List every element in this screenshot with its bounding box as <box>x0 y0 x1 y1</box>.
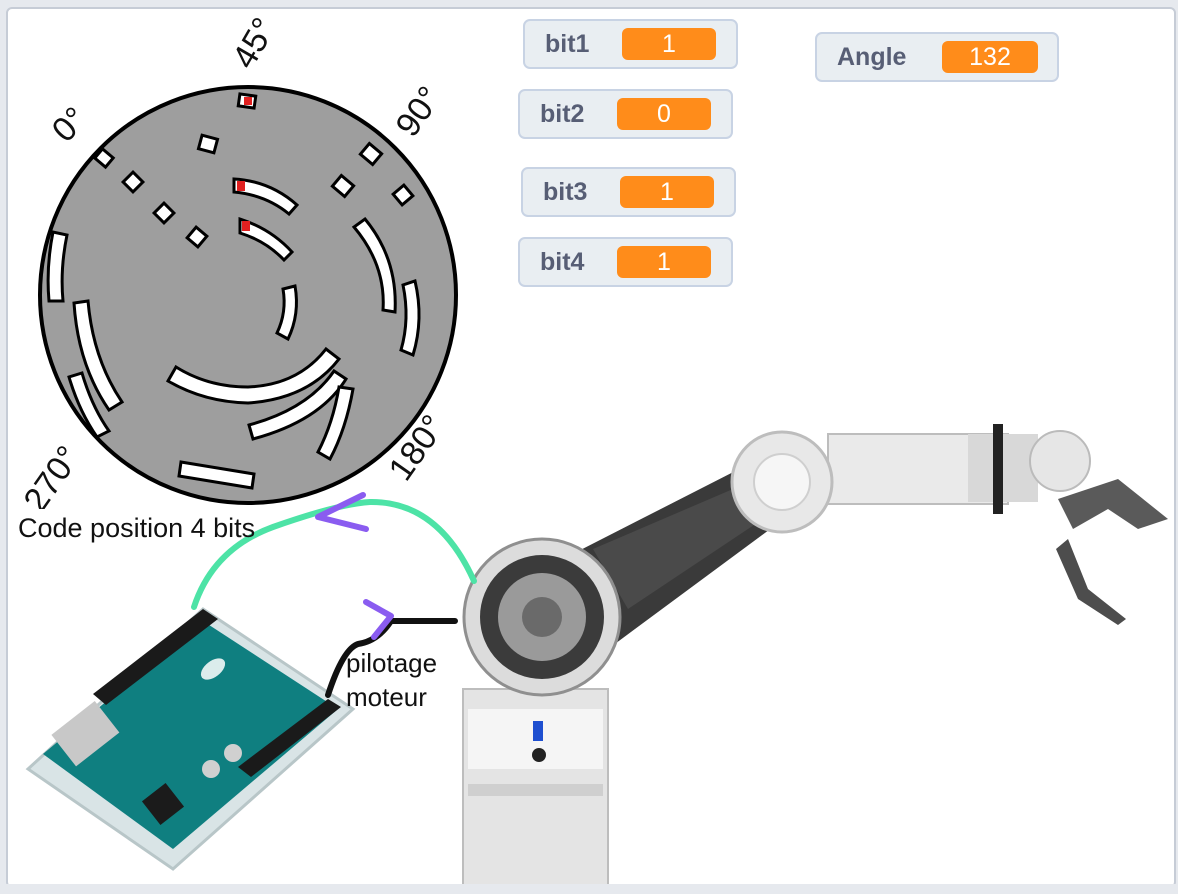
robot-arm-image <box>462 424 1168 886</box>
monitor-value: 1 <box>620 176 714 208</box>
monitor-bit2: bit2 0 <box>518 89 733 139</box>
monitor-value: 0 <box>617 98 711 130</box>
monitor-value: 1 <box>622 28 716 60</box>
monitor-bit1: bit1 1 <box>523 19 738 69</box>
annotation-code-position: Code position 4 bits <box>18 513 255 543</box>
monitor-label: Angle <box>837 42 907 71</box>
monitor-label: bit4 <box>540 247 585 276</box>
motor-control-wire <box>325 618 458 698</box>
encoder-red-marks <box>237 97 252 231</box>
monitor-bit4: bit4 1 <box>518 237 733 287</box>
annotation-moteur: moteur <box>346 682 427 712</box>
monitor-label: bit1 <box>545 29 590 58</box>
angle-label-0: 0° <box>45 100 95 150</box>
monitor-value: 1 <box>617 246 711 278</box>
arduino-board-image <box>25 607 356 871</box>
monitor-label: bit2 <box>540 99 585 128</box>
encoder-slots <box>46 92 421 490</box>
stage-bottom-edge <box>0 884 1178 894</box>
encoder-disc-sprite[interactable]: 0° 45° 90° 180° 270° <box>8 9 478 509</box>
monitor-label: bit3 <box>543 177 588 206</box>
angle-label-270: 270° <box>16 439 87 509</box>
motor-control-arrow <box>363 599 394 640</box>
angle-label-90: 90° <box>388 80 449 144</box>
monitor-value: 132 <box>942 41 1038 73</box>
monitor-bit3: bit3 1 <box>521 167 736 217</box>
monitor-angle: Angle 132 <box>815 32 1059 82</box>
encoder-signal-wire <box>191 498 477 610</box>
angle-label-45: 45° <box>225 11 284 75</box>
stage[interactable]: bit1 1 bit2 0 bit3 1 bit4 1 Angle 132 <box>6 7 1176 888</box>
annotation-pilotage: pilotage <box>346 648 437 678</box>
